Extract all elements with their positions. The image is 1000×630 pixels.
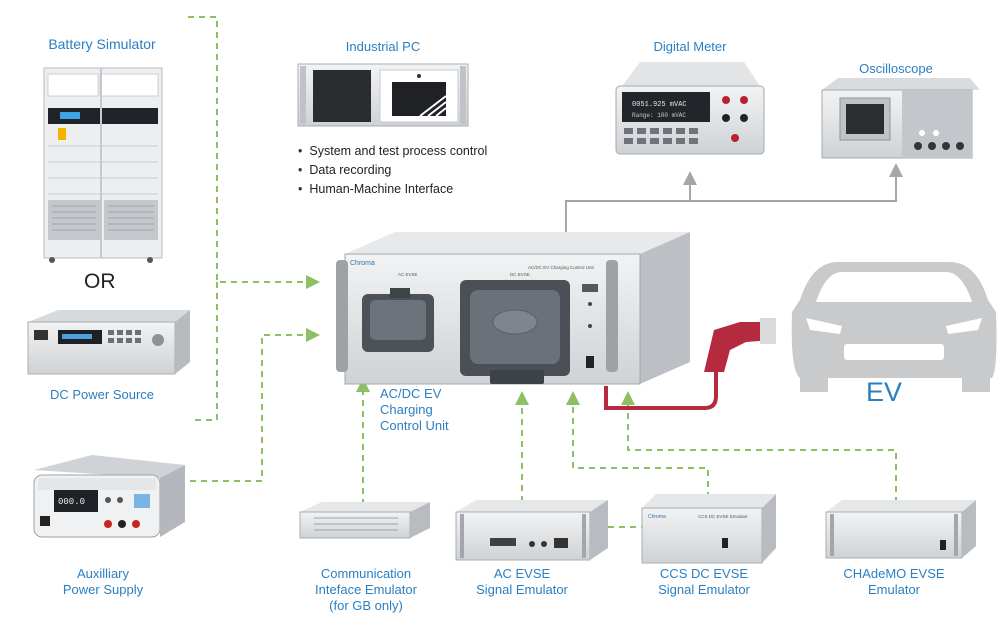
oscilloscope-label: Oscilloscope — [859, 61, 933, 76]
link-dcsource — [190, 282, 218, 421]
link-ccs-to-unit — [566, 391, 709, 498]
ac-evse-line-1: AC EVSE — [493, 566, 551, 581]
control-unit-label: AC/DC EV Charging Control Unit — [380, 386, 460, 434]
chademo-line-2: Emulator — [867, 582, 921, 597]
ac-evse-emulator-image — [455, 500, 608, 561]
dc-power-source-image — [27, 310, 190, 375]
battery-simulator-image — [43, 67, 163, 263]
ac-evse-label: AC EVSE Signal Emulator — [462, 566, 582, 598]
unit-brand: Chroma — [350, 260, 375, 267]
control-unit-line-3: Control Unit — [380, 418, 449, 433]
meter-display-2: Range: 100 mVAC — [632, 112, 686, 119]
charging-cable-image — [604, 318, 776, 410]
ccs-evse-line-2: Signal Emulator — [658, 582, 750, 597]
digital-meter-image: 0051.925 mVAC Range: 100 mVAC — [615, 62, 765, 155]
green-links — [188, 16, 897, 528]
ccs-brand: Chroma — [648, 514, 666, 520]
ccs-box-title: CCS DC EVSE Emulator — [698, 514, 748, 519]
industrial-pc-label: Industrial PC — [345, 39, 421, 54]
chademo-line-1: CHAdeMO EVSE — [843, 566, 945, 581]
link-aux-to-unit — [190, 328, 320, 482]
unit-title: AC/DC EV Charging Control Unit — [528, 265, 595, 270]
dc-power-source-label: DC Power Source — [49, 387, 155, 402]
link-battery-to-unit — [188, 16, 320, 289]
control-unit-image: Chroma AC/DC EV Charging Control Unit AC… — [336, 232, 690, 385]
link-unit-to-scope — [690, 163, 903, 202]
comm-emulator-image — [299, 502, 430, 539]
comm-emulator-label: Communication Inteface Emulator (for GB … — [296, 566, 436, 614]
comm-line-3: (for GB only) — [329, 598, 403, 613]
gray-links — [565, 163, 903, 232]
aux-power-supply-label: Auxilliary Power Supply — [38, 566, 168, 598]
ac-inlet-label: AC EVSE — [398, 272, 418, 277]
pc-function-item: System and test process control — [298, 142, 487, 161]
pc-function-item: Data recording — [298, 161, 487, 180]
comm-line-1: Communication — [320, 566, 412, 581]
ac-evse-line-2: Signal Emulator — [476, 582, 568, 597]
ccs-evse-label: CCS DC EVSE Signal Emulator — [636, 566, 772, 598]
control-unit-line-2: Charging — [380, 402, 433, 417]
aux-line-1: Auxilliary — [76, 566, 129, 581]
svg-text:000.0: 000.0 — [58, 497, 85, 507]
ev-car-image — [791, 262, 997, 392]
battery-simulator-label: Battery Simulator — [48, 36, 156, 52]
ccs-evse-emulator-image: CCS DC EVSE Emulator Chroma — [641, 494, 776, 564]
dc-inlet-label: DC EVSE — [510, 272, 530, 277]
aux-power-supply-image: 000.0 — [33, 455, 185, 538]
meter-display-1: 0051.925 mVAC — [632, 101, 687, 109]
pc-function-item: Human-Machine Interface — [298, 180, 487, 199]
oscilloscope-image — [821, 78, 980, 159]
link-unit-to-meter — [565, 171, 697, 232]
link-chademo-to-unit — [621, 391, 897, 503]
chademo-evse-label: CHAdeMO EVSE Emulator — [824, 566, 964, 598]
aux-line-2: Power Supply — [62, 582, 144, 597]
comm-line-2: Inteface Emulator — [315, 582, 417, 597]
industrial-pc-image — [297, 63, 469, 127]
chademo-evse-emulator-image — [825, 500, 976, 559]
ev-label: EV — [866, 377, 903, 407]
ccs-evse-line-1: CCS DC EVSE — [659, 566, 749, 581]
or-label: OR — [84, 270, 116, 293]
digital-meter-label: Digital Meter — [653, 39, 727, 54]
pc-function-list: System and test process control Data rec… — [298, 142, 487, 199]
control-unit-line-1: AC/DC EV — [380, 386, 442, 401]
